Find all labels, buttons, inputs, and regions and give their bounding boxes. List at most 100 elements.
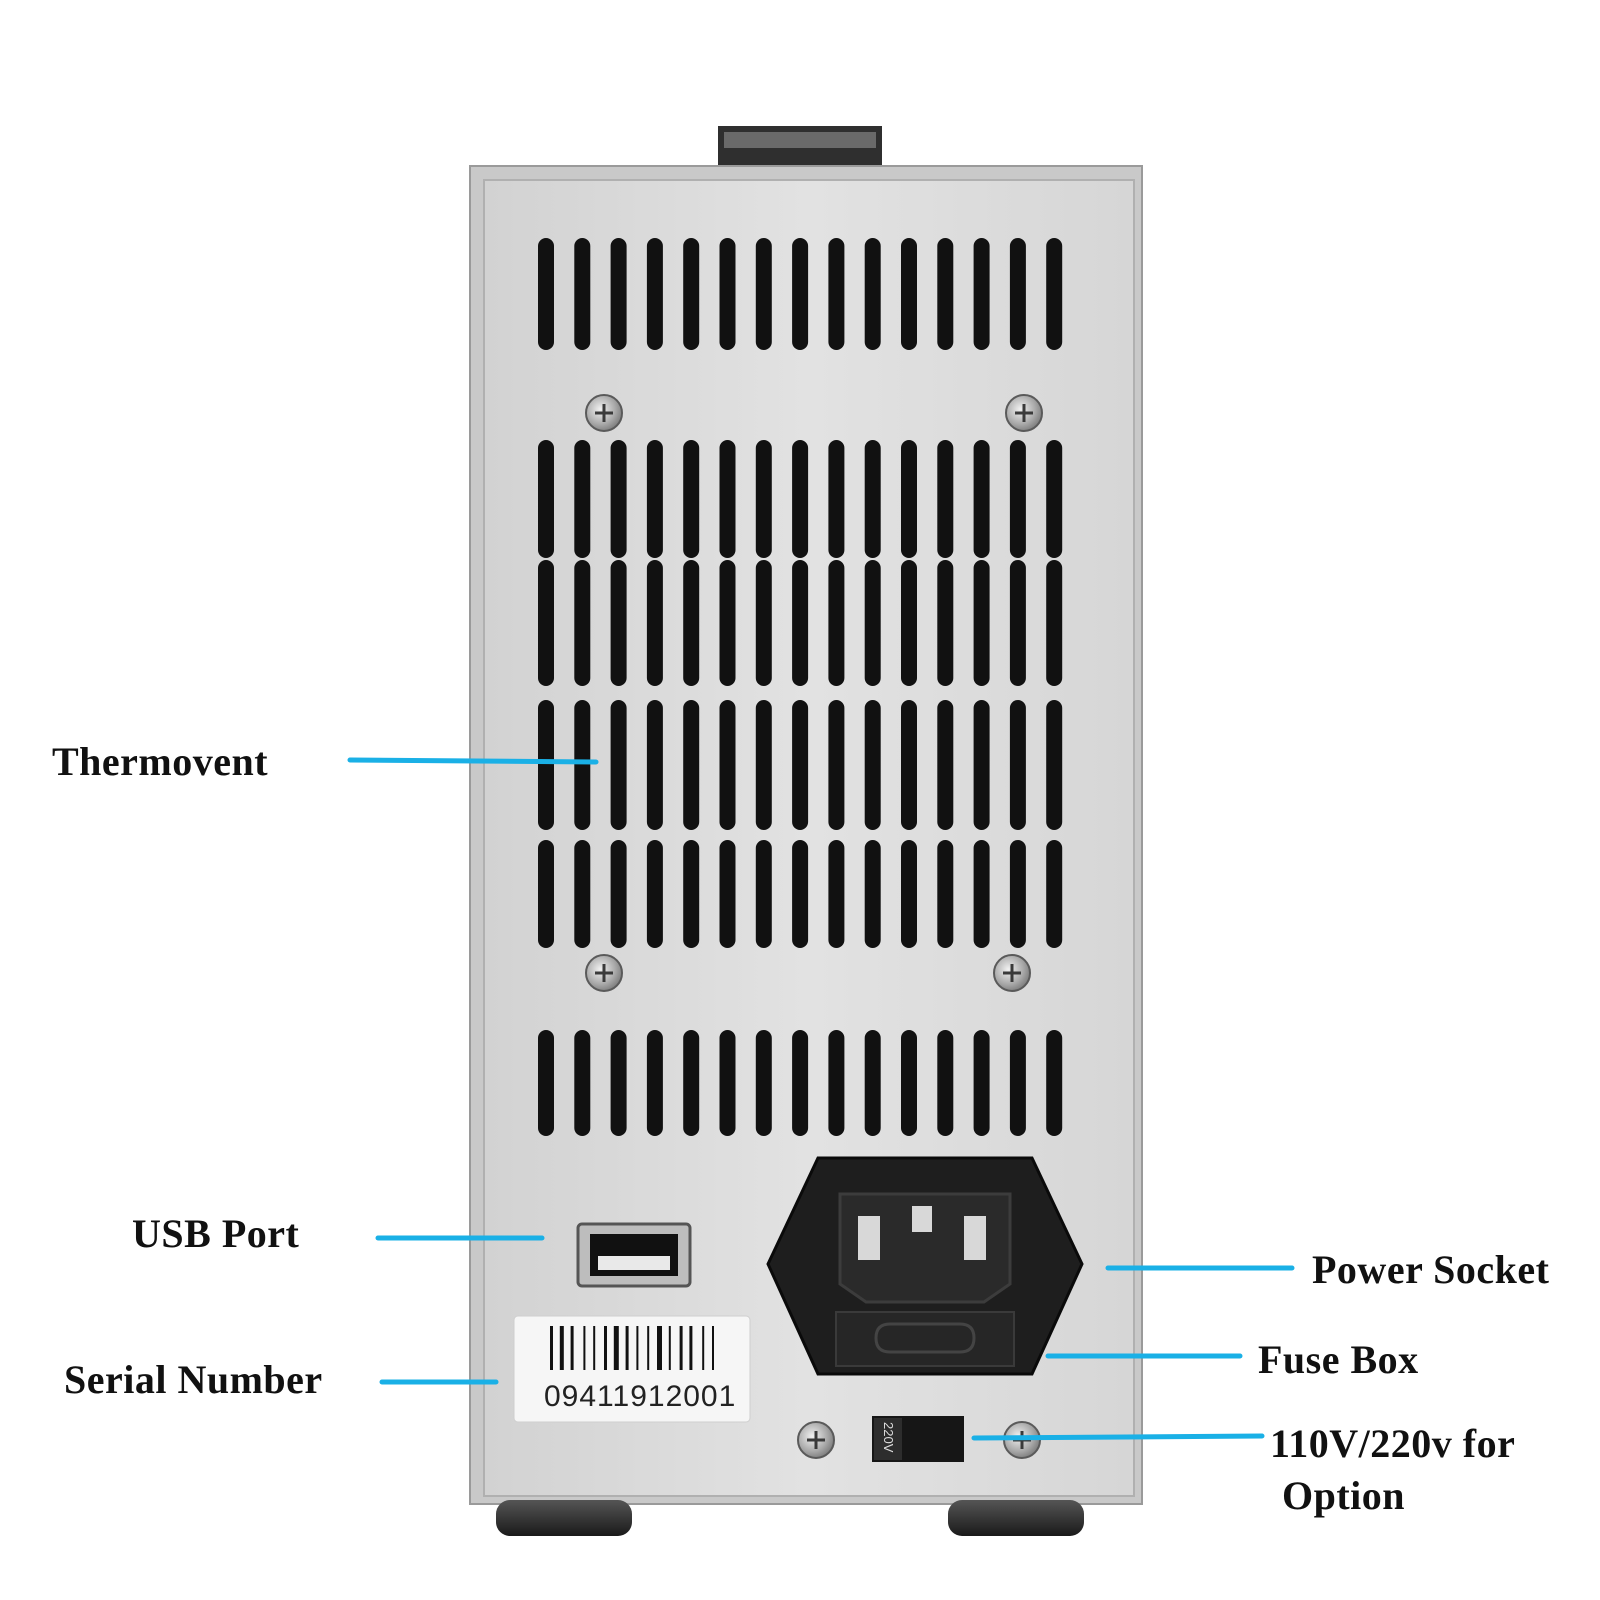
vent-slot <box>1046 700 1063 830</box>
vent-slot <box>538 560 554 686</box>
vent-slot <box>828 560 845 686</box>
vent-slot <box>864 840 881 948</box>
screw <box>993 954 1031 992</box>
vent-slot <box>610 1030 627 1136</box>
vent-slot <box>719 440 736 558</box>
vent-slot <box>610 560 627 686</box>
barcode-bar <box>657 1326 662 1370</box>
barcode-bar <box>702 1326 705 1370</box>
vent-slot <box>901 840 917 948</box>
vent-slot <box>792 840 809 948</box>
barcode-bar <box>679 1326 683 1370</box>
vent-slot <box>755 560 772 686</box>
vent-slot <box>937 840 954 948</box>
left-foot <box>496 1500 632 1536</box>
barcode <box>550 1326 714 1370</box>
screw <box>797 1421 835 1459</box>
vent-slot <box>937 1030 954 1136</box>
vent-slot <box>610 238 627 350</box>
vent-slot <box>755 1030 772 1136</box>
vent-slot <box>538 238 554 350</box>
vent-slot <box>1009 840 1026 948</box>
leader-line <box>971 1433 1265 1441</box>
vent-slot <box>937 440 954 558</box>
leader-line <box>347 757 599 765</box>
vent-slot <box>1046 238 1063 350</box>
vent-slot <box>937 560 954 686</box>
vent-slot <box>973 840 990 948</box>
vent-slot <box>792 440 809 558</box>
vent-slot <box>538 1030 554 1136</box>
label-voltage-line1: 110V/220v for <box>1270 1421 1516 1466</box>
vent-slot <box>1009 560 1026 686</box>
vent-slot <box>683 1030 700 1136</box>
vent-slot <box>719 238 736 350</box>
label-fuse-box: Fuse Box <box>1258 1337 1419 1382</box>
screw <box>585 394 623 432</box>
vent-slot <box>538 840 554 948</box>
thermovent-slots <box>538 238 1063 1136</box>
vent-slot <box>901 238 917 350</box>
label-voltage-line2: Option <box>1282 1473 1406 1518</box>
vent-slot <box>538 440 554 558</box>
right-foot <box>948 1500 1084 1536</box>
vent-slot <box>828 238 845 350</box>
vent-slot <box>683 560 700 686</box>
vent-slot <box>755 440 772 558</box>
vent-slot <box>828 700 845 830</box>
vent-slot <box>937 700 954 830</box>
vent-slot <box>646 440 663 558</box>
barcode-bar <box>559 1326 564 1370</box>
voltage-selector-switch <box>872 1416 964 1462</box>
vent-slot <box>973 560 990 686</box>
vent-slot <box>683 238 700 350</box>
vent-slot <box>574 440 591 558</box>
vent-slot <box>683 840 700 948</box>
power-socket <box>838 1192 1012 1304</box>
label-thermovent: Thermovent <box>52 739 269 784</box>
vent-slot <box>973 238 990 350</box>
label-voltage-option: 110V/220v for Option <box>1270 1418 1515 1522</box>
vent-slot <box>646 560 663 686</box>
vent-slot <box>1009 238 1026 350</box>
vent-slot <box>864 1030 881 1136</box>
vent-slot <box>719 560 736 686</box>
vent-slot <box>901 700 917 830</box>
vent-slot <box>1046 840 1063 948</box>
barcode-bar <box>689 1326 693 1370</box>
vent-slot <box>973 700 990 830</box>
vent-slot <box>610 700 627 830</box>
vent-slot <box>792 238 809 350</box>
power-socket-module <box>766 1156 1084 1376</box>
vent-slot <box>792 700 809 830</box>
vent-slot <box>828 1030 845 1136</box>
barcode-bar <box>593 1326 596 1370</box>
vent-slot <box>755 700 772 830</box>
leader-lines <box>347 757 1295 1441</box>
barcode-bar <box>570 1326 574 1370</box>
fuse-box <box>835 1311 1015 1367</box>
label-usb-port: USB Port <box>132 1211 300 1256</box>
barcode-bar <box>712 1326 714 1370</box>
vent-slot <box>610 840 627 948</box>
vent-slot <box>901 440 917 558</box>
vent-slot <box>1009 1030 1026 1136</box>
barcode-bar <box>636 1326 639 1370</box>
vent-slot <box>719 700 736 830</box>
vent-slot <box>646 700 663 830</box>
barcode-bar <box>604 1326 607 1370</box>
switch-marking: 220V <box>881 1422 896 1453</box>
barcode-bar <box>613 1326 619 1370</box>
vent-slot <box>646 1030 663 1136</box>
vent-slot <box>864 700 881 830</box>
vent-slot <box>1046 560 1063 686</box>
vent-slot <box>646 840 663 948</box>
serial-sticker <box>513 1315 751 1423</box>
vent-slot <box>574 238 591 350</box>
vent-slot <box>719 840 736 948</box>
vent-slot <box>901 560 917 686</box>
vent-slot <box>792 560 809 686</box>
barcode-bar <box>668 1326 671 1370</box>
vent-slot <box>1009 440 1026 558</box>
